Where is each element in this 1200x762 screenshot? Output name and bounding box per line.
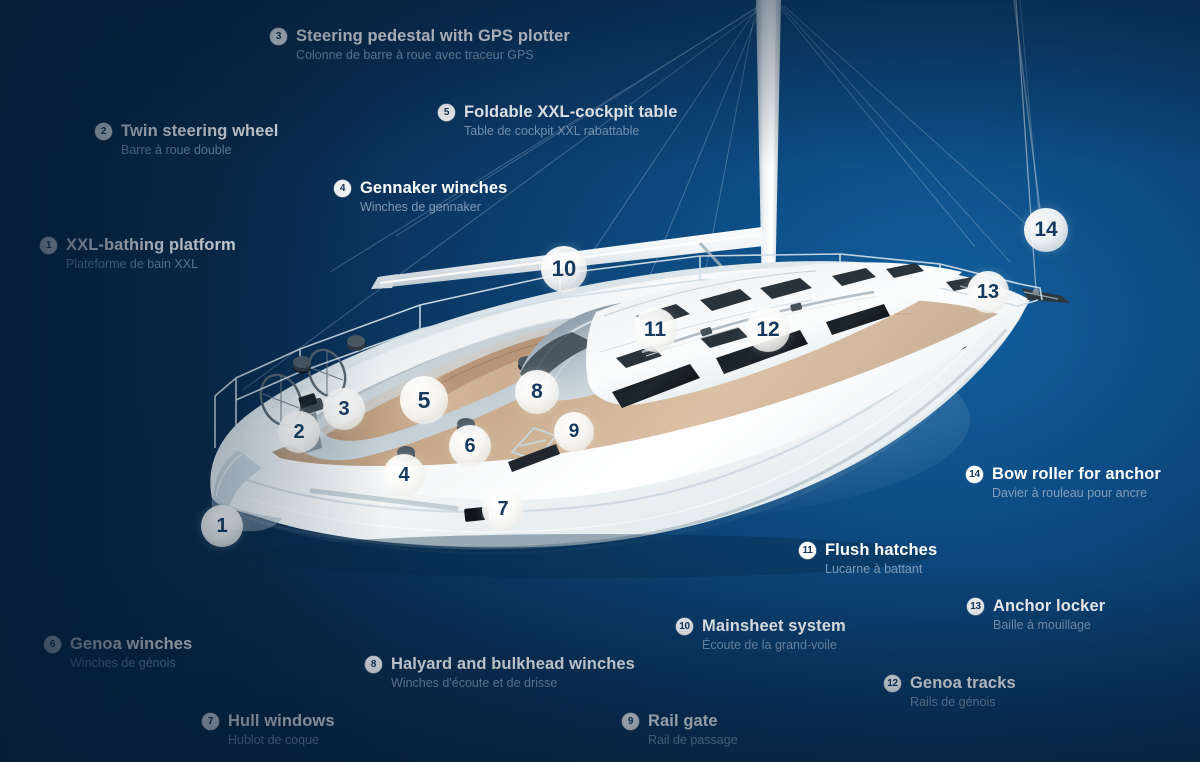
callout-title-7: Hull windows — [228, 712, 335, 730]
callout-title-8: Halyard and bulkhead winches — [391, 655, 635, 673]
callout-title-4: Gennaker winches — [360, 179, 508, 197]
callout-subtitle-13: Baille à mouillage — [993, 618, 1091, 632]
boat-marker-4[interactable]: 4 — [383, 454, 425, 496]
callout-6-title-row: 6 Genoa winches — [44, 635, 192, 654]
callout-4-title-row: 4 Gennaker winches — [334, 179, 507, 198]
boat-marker-6[interactable]: 6 — [449, 425, 491, 467]
callout-badge-7: 7 — [202, 713, 219, 730]
callout-title-5: Foldable XXL-cockpit table — [464, 103, 678, 121]
callout-subtitle-2: Barre à roue double — [121, 143, 232, 157]
callout-7-title-row: 7 Hull windows — [202, 712, 335, 731]
callout-3-title-row: 3 Steering pedestal with GPS plotter — [270, 27, 570, 46]
callout-title-14: Bow roller for anchor — [992, 465, 1161, 483]
boat-marker-11[interactable]: 11 — [633, 308, 677, 352]
callout-badge-4: 4 — [334, 180, 351, 197]
callout-subtitle-7: Hublot de coque — [228, 733, 320, 747]
callout-badge-2: 2 — [95, 123, 112, 140]
boat-marker-10[interactable]: 10 — [541, 246, 587, 292]
callout-11-title-row: 11 Flush hatches — [799, 541, 937, 560]
callout-title-6: Genoa winches — [70, 635, 193, 653]
boat-marker-8[interactable]: 8 — [515, 370, 559, 414]
callout-title-12: Genoa tracks — [910, 674, 1016, 692]
boat-marker-1[interactable]: 1 — [201, 505, 243, 547]
callout-badge-1: 1 — [40, 237, 57, 254]
callout-subtitle-11: Lucarne à battant — [825, 562, 923, 576]
boat-marker-5[interactable]: 5 — [400, 376, 448, 424]
callout-title-2: Twin steering wheel — [121, 122, 279, 140]
callout-8-title-row: 8 Halyard and bulkhead winches — [365, 655, 635, 674]
callout-title-3: Steering pedestal with GPS plotter — [296, 27, 570, 45]
callout-10-title-row: 10 Mainsheet system — [676, 617, 846, 636]
callout-subtitle-4: Winches de gennaker — [360, 200, 481, 214]
callout-badge-8: 8 — [365, 656, 382, 673]
callout-badge-3: 3 — [270, 28, 287, 45]
callout-subtitle-8: Winches d'écoute et de drisse — [391, 676, 558, 690]
callout-subtitle-5: Table de cockpit XXL rabattable — [464, 124, 640, 138]
callout-5-title-row: 5 Foldable XXL-cockpit table — [438, 103, 677, 122]
boat-marker-2[interactable]: 2 — [278, 411, 320, 453]
callout-subtitle-1: Plateforme de bain XXL — [66, 257, 199, 271]
callout-title-10: Mainsheet system — [702, 617, 846, 635]
callout-12-title-row: 12 Genoa tracks — [884, 674, 1016, 693]
callout-subtitle-10: Écoute de la grand-voile — [702, 638, 837, 652]
callout-subtitle-14: Davier à rouleau pour ancre — [992, 486, 1147, 500]
callout-badge-14: 14 — [966, 466, 983, 483]
callout-14-title-row: 14 Bow roller for anchor — [966, 465, 1161, 484]
callout-title-11: Flush hatches — [825, 541, 938, 559]
callout-badge-13: 13 — [967, 598, 984, 615]
callout-title-13: Anchor locker — [993, 597, 1106, 615]
callout-badge-11: 11 — [799, 542, 816, 559]
boat-marker-9[interactable]: 9 — [554, 412, 594, 452]
callout-badge-5: 5 — [438, 104, 455, 121]
boat-marker-3[interactable]: 3 — [323, 388, 365, 430]
callout-subtitle-12: Rails de génois — [910, 695, 996, 709]
boat-marker-12[interactable]: 12 — [746, 308, 790, 352]
boat-marker-14[interactable]: 14 — [1024, 208, 1068, 252]
callout-badge-6: 6 — [44, 636, 61, 653]
boat-marker-13[interactable]: 13 — [967, 271, 1009, 313]
callout-1-title-row: 1 XXL-bathing platform — [40, 236, 236, 255]
callout-2-title-row: 2 Twin steering wheel — [95, 122, 278, 141]
boat-marker-7[interactable]: 7 — [482, 488, 524, 530]
callout-subtitle-6: Winches de génois — [70, 656, 176, 670]
callout-badge-9: 9 — [622, 713, 639, 730]
callout-subtitle-3: Colonne de barre à roue avec traceur GPS — [296, 48, 534, 62]
callout-13-title-row: 13 Anchor locker — [967, 597, 1105, 616]
callout-title-1: XXL-bathing platform — [66, 236, 236, 254]
callout-subtitle-9: Rail de passage — [648, 733, 738, 747]
callout-title-9: Rail gate — [648, 712, 718, 730]
callout-badge-12: 12 — [884, 675, 901, 692]
callout-badge-10: 10 — [676, 618, 693, 635]
callout-9-title-row: 9 Rail gate — [622, 712, 738, 731]
